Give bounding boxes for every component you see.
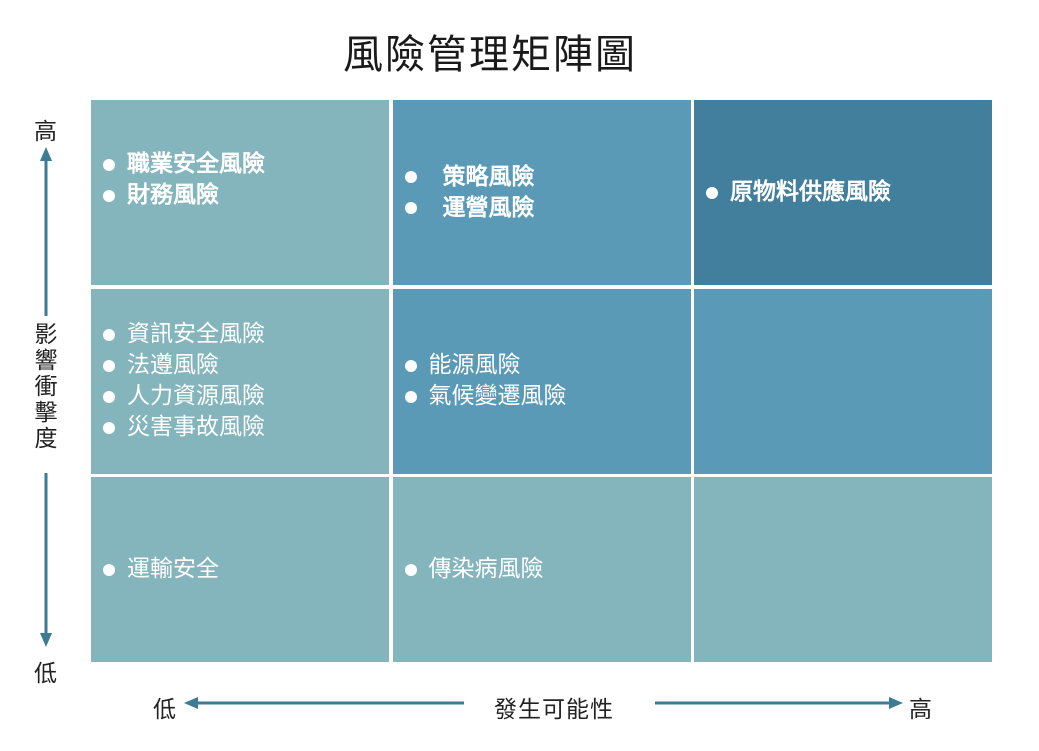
bullet-icon [404,202,417,214]
x-axis-title: 發生可能性 [494,697,614,723]
risk-item: 策略風險 [404,162,535,193]
risk-item: 人力資源風險 [103,381,265,412]
cell-mid-impact-mid-likelihood: 能源風險 氣候變遷風險 [392,288,691,474]
bullet-icon [103,158,115,171]
risk-matrix: 職業安全風險 財務風險 策略風險 運營風險 原物料供應風險 資訊安全風險 法遵風… [91,100,992,665]
y-axis-high-label: 高 [34,119,57,145]
risk-item: 災害事故風險 [103,412,265,443]
cell-low-impact-mid-likelihood: 傳染病風險 [392,477,691,662]
y-axis-title: 影響衝擊度 [34,322,58,452]
bullet-icon [404,171,417,183]
y-axis-low-label: 低 [34,661,57,687]
cell-high-impact-mid-likelihood: 策略風險 運營風險 [392,100,691,285]
risk-item: 原物料供應風險 [706,177,891,208]
bullet-icon [103,390,115,403]
risk-item: 氣候變遷風險 [404,381,567,412]
bullet-icon [103,359,115,372]
bullet-icon [404,359,417,372]
risk-item: 運營風險 [404,193,535,224]
risk-item: 財務風險 [103,180,265,211]
page-title: 風險管理矩陣圖 [343,32,637,78]
cell-high-impact-high-likelihood: 原物料供應風險 [694,100,992,285]
risk-item: 資訊安全風險 [103,319,265,350]
bullet-icon [404,563,417,576]
cell-low-impact-low-likelihood: 運輸安全 [91,477,389,662]
cell-low-impact-high-likelihood [694,477,992,662]
cell-high-impact-low-likelihood: 職業安全風險 財務風險 [91,100,389,285]
cell-mid-impact-high-likelihood [694,288,992,474]
risk-item: 運輸安全 [103,554,219,585]
y-axis-arrow [40,147,52,647]
risk-item: 職業安全風險 [103,149,265,180]
risk-item: 法遵風險 [103,350,265,381]
x-axis-high-label: 高 [909,697,932,723]
bullet-icon [103,563,115,576]
bullet-icon [404,390,417,403]
cell-mid-impact-low-likelihood: 資訊安全風險 法遵風險 人力資源風險 災害事故風險 [91,288,389,474]
risk-item: 傳染病風險 [404,554,544,585]
bullet-icon [103,189,115,202]
bullet-icon [103,328,115,341]
bullet-icon [103,421,115,434]
x-axis-arrow [184,697,903,709]
risk-item: 能源風險 [404,350,567,381]
bullet-icon [706,186,718,199]
x-axis-low-label: 低 [153,697,176,723]
